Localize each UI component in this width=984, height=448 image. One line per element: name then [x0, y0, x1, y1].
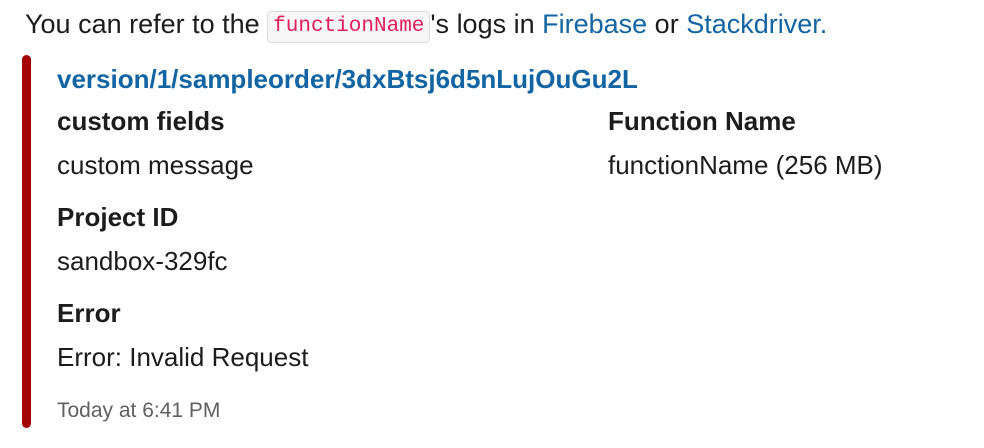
field-function-name: Function Name functionName (256 MB) — [608, 104, 948, 182]
message-text-before: You can refer to the — [25, 9, 268, 39]
attachment-color-bar — [22, 55, 31, 428]
attachment-title-link[interactable]: version/1/sampleorder/3dxBtsj6d5nLujOuGu… — [57, 64, 638, 94]
field-value: functionName (256 MB) — [608, 150, 883, 180]
field-value: sandbox-329fc — [57, 246, 228, 276]
firebase-link[interactable]: Firebase — [542, 9, 648, 39]
inline-code: functionName — [267, 11, 431, 43]
field-custom-fields: custom fields custom message — [57, 104, 577, 182]
message-text-after-code: 's logs in — [430, 9, 543, 39]
field-label: Function Name — [608, 106, 796, 136]
message-attachment: version/1/sampleorder/3dxBtsj6d5nLujOuGu… — [22, 55, 952, 428]
message-text: You can refer to the functionName's logs… — [25, 4, 827, 44]
field-value: custom message — [57, 150, 254, 180]
field-project-id: Project ID sandbox-329fc — [57, 200, 577, 278]
field-label: Project ID — [57, 202, 179, 232]
field-label: custom fields — [57, 106, 225, 136]
stackdriver-link[interactable]: Stackdriver. — [686, 9, 828, 39]
attachment-timestamp[interactable]: Today at 6:41 PM — [57, 399, 221, 422]
field-label: Error — [57, 298, 121, 328]
message-text-or: or — [647, 9, 687, 39]
field-value: Error: Invalid Request — [57, 342, 309, 372]
field-error: Error Error: Invalid Request — [57, 296, 577, 374]
